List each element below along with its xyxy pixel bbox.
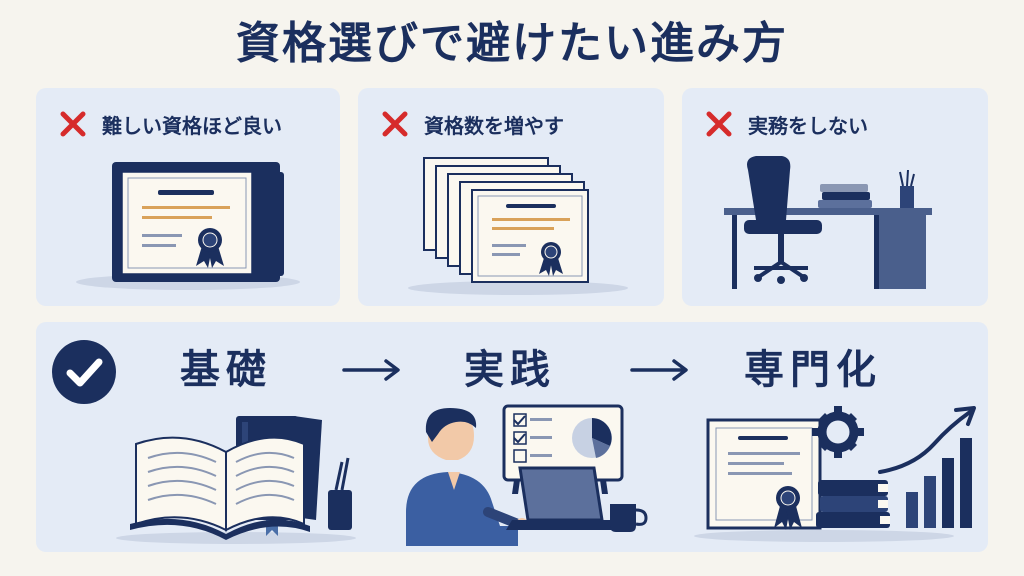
bad-example-header: 難しい資格ほど良い xyxy=(58,108,282,140)
bad-example-label: 難しい資格ほど良い xyxy=(102,113,282,138)
bad-example-no-practice: 実務をしない xyxy=(682,88,988,306)
stacked-certificates-illustration xyxy=(408,157,628,295)
gear-icon xyxy=(812,406,864,458)
step-basics: 基礎 xyxy=(180,347,272,393)
step-practice: 実践 xyxy=(464,347,556,393)
page-title: 資格選びで避けたい進み方 xyxy=(236,18,788,69)
x-mark-icon xyxy=(382,111,408,137)
arrow-right-icon xyxy=(630,359,688,381)
x-mark-icon xyxy=(706,111,732,137)
step-specialization: 専門化 xyxy=(744,347,882,393)
recommended-path-panel: 基礎 実践 専門化 xyxy=(36,322,988,552)
thick-certificate-illustration xyxy=(76,162,300,290)
empty-desk-illustration xyxy=(724,156,932,289)
open-book-illustration xyxy=(116,416,356,544)
x-mark-icon xyxy=(60,111,86,137)
bad-example-header: 資格数を増やす xyxy=(380,108,564,140)
bad-example-difficult-cert: 難しい資格ほど良い xyxy=(36,88,340,306)
arrow-right-icon xyxy=(342,359,400,381)
bad-example-more-certs: 資格数を増やす xyxy=(358,88,664,306)
certificate-books-growth-illustration xyxy=(694,406,976,542)
check-circle-icon xyxy=(52,340,116,404)
bad-example-label: 資格数を増やす xyxy=(424,113,564,138)
bad-example-label: 実務をしない xyxy=(748,113,868,138)
bad-example-header: 実務をしない xyxy=(704,108,868,140)
person-working-laptop-illustration xyxy=(406,404,648,546)
